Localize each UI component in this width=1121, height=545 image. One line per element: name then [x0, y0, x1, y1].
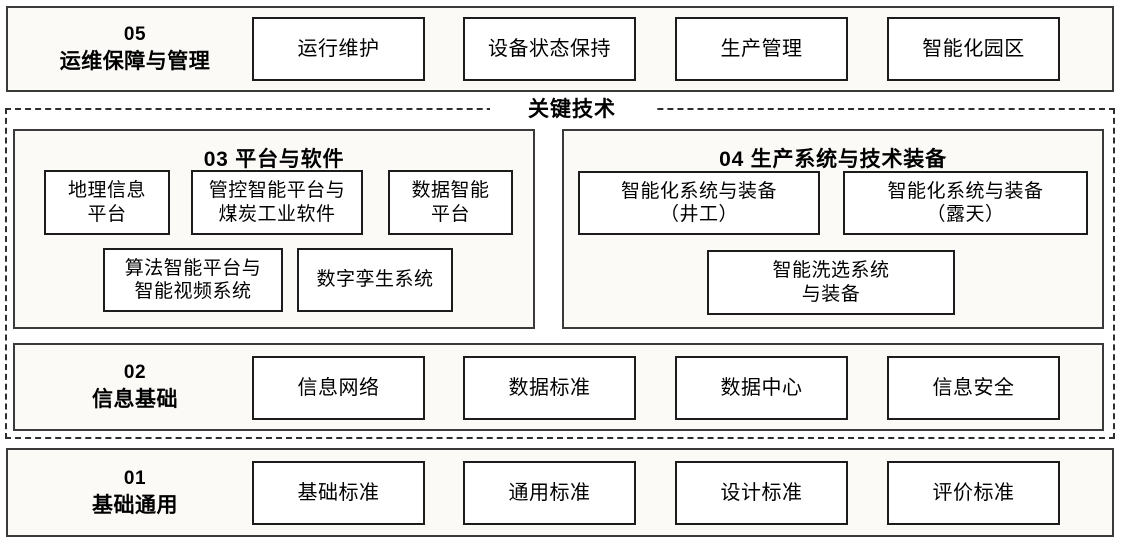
item-box-control-platform-coal-software[interactable]: 管控智能平台与 煤炭工业软件 [191, 170, 363, 235]
row-label-01: 01 基础通用 [45, 458, 225, 528]
row-number-02: 02 [123, 362, 147, 383]
item-box-equipment-status[interactable]: 设备状态保持 [463, 17, 636, 81]
item-box-evaluation-standard[interactable]: 评价标准 [887, 461, 1060, 525]
item-box-data-intelligence-platform[interactable]: 数据智能 平台 [388, 170, 513, 235]
row-name-02: 信息基础 [92, 387, 178, 411]
item-box-information-network[interactable]: 信息网络 [252, 356, 425, 420]
row-name-05: 运维保障与管理 [59, 49, 211, 73]
item-box-digital-twin-system[interactable]: 数字孪生系统 [297, 248, 453, 312]
key-technology-label: 关键技术 [490, 99, 654, 120]
item-box-intelligent-park[interactable]: 智能化园区 [887, 17, 1060, 81]
item-box-general-standard[interactable]: 通用标准 [463, 461, 636, 525]
item-box-production-management[interactable]: 生产管理 [675, 17, 848, 81]
item-box-operation-maintenance[interactable]: 运行维护 [252, 17, 425, 81]
panel-title-04: 04 生产系统与技术装备 [719, 148, 947, 171]
panel-title-03: 03 平台与软件 [203, 148, 345, 171]
item-box-intelligent-system-opencast[interactable]: 智能化系统与装备 （露天） [843, 171, 1088, 235]
item-box-design-standard[interactable]: 设计标准 [675, 461, 848, 525]
row-label-02: 02 信息基础 [45, 352, 225, 422]
item-box-gis-platform[interactable]: 地理信息 平台 [44, 170, 170, 235]
item-box-information-security[interactable]: 信息安全 [887, 356, 1060, 420]
row-number-05: 05 [123, 24, 147, 45]
item-box-intelligent-washing-system[interactable]: 智能洗选系统 与装备 [707, 250, 955, 315]
item-box-basic-standard[interactable]: 基础标准 [252, 461, 425, 525]
item-box-intelligent-system-underground[interactable]: 智能化系统与装备 （井工） [578, 171, 820, 235]
row-name-01: 基础通用 [92, 493, 178, 517]
item-box-data-center[interactable]: 数据中心 [675, 356, 848, 420]
item-box-algorithm-video-system[interactable]: 算法智能平台与 智能视频系统 [103, 248, 283, 312]
row-label-05: 05 运维保障与管理 [45, 14, 225, 84]
item-box-data-standard[interactable]: 数据标准 [463, 356, 636, 420]
row-number-01: 01 [123, 468, 147, 489]
